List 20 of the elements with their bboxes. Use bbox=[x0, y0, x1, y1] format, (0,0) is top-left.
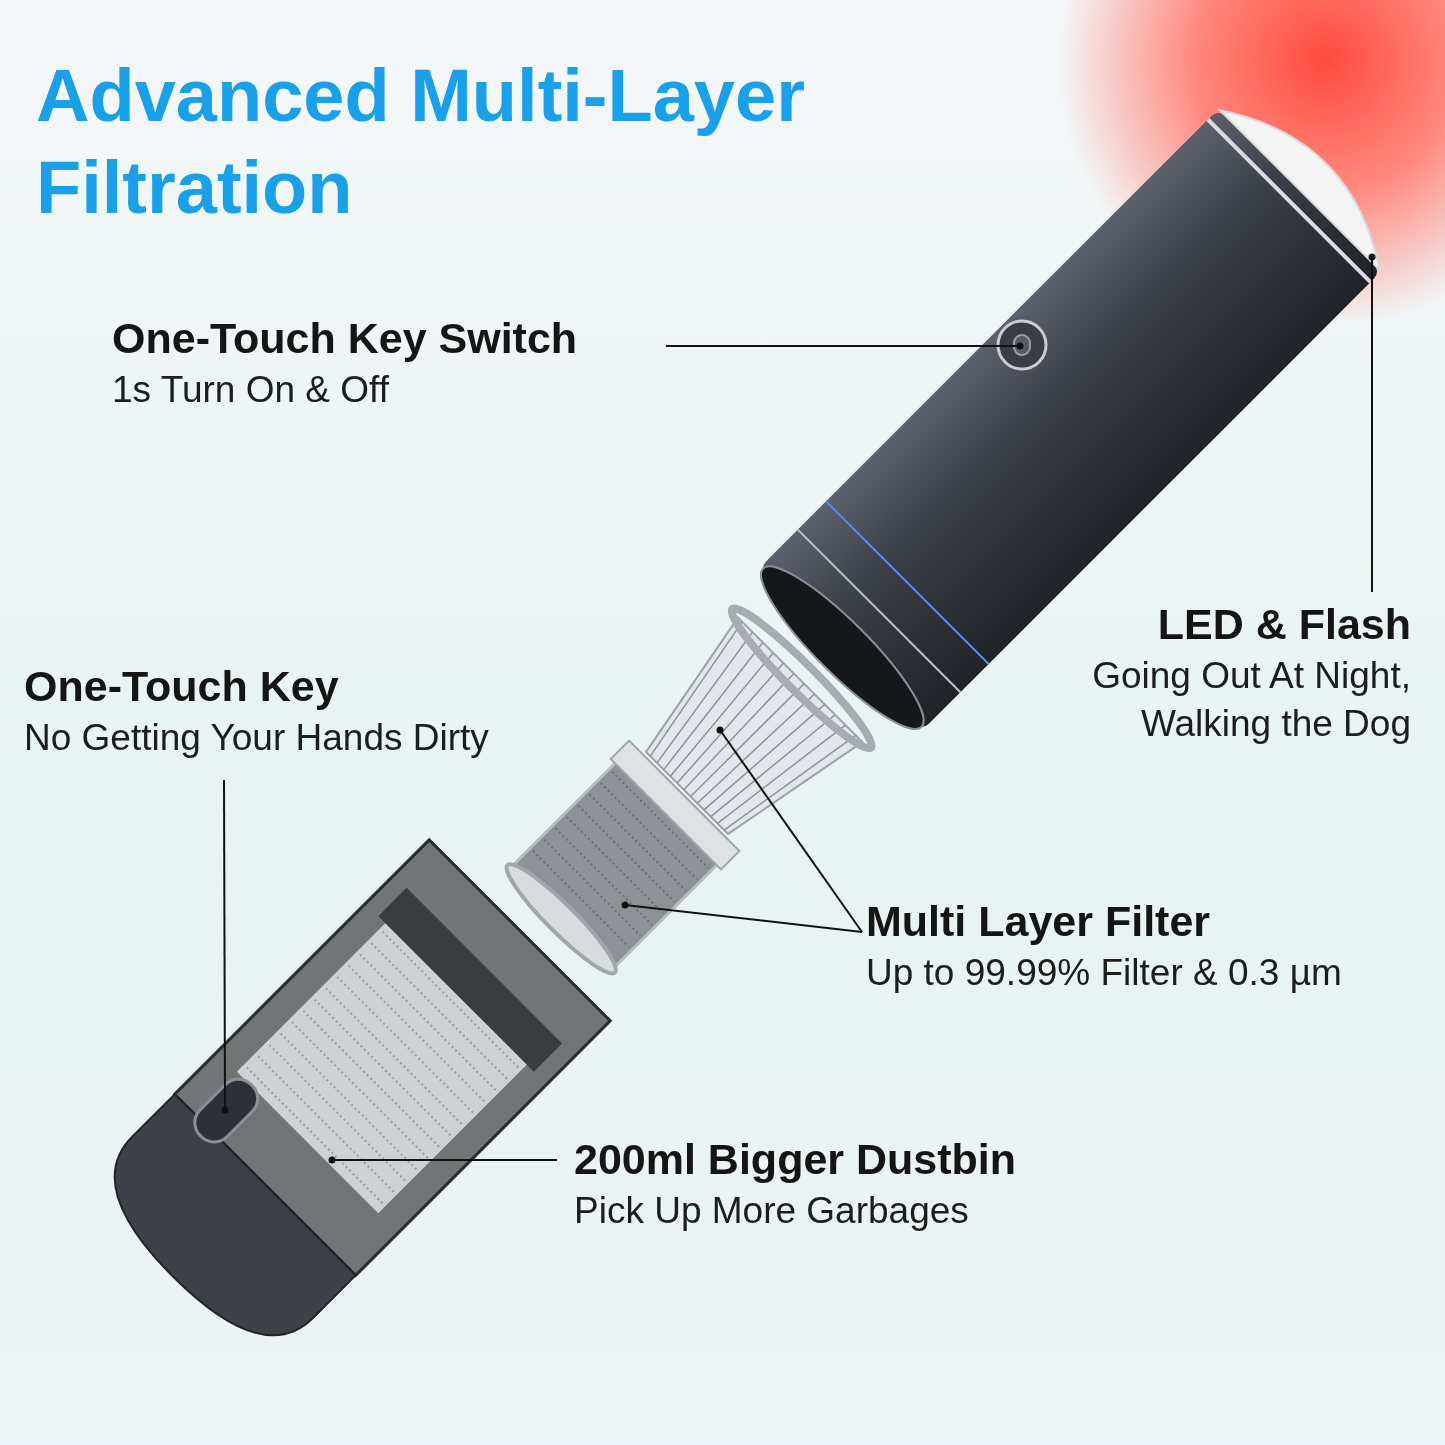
leader-line bbox=[665, 342, 1024, 350]
leader-line bbox=[328, 1156, 558, 1164]
leader-line bbox=[1368, 253, 1376, 593]
callout-heading: 200ml Bigger Dustbin bbox=[574, 1134, 1017, 1185]
callout-description: Pick Up More Garbages bbox=[574, 1189, 970, 1233]
lamp-dome bbox=[1218, 109, 1381, 272]
title: Advanced Multi-Layer Filtration bbox=[36, 53, 806, 231]
callout-description: 1s Turn On & Off bbox=[112, 368, 390, 412]
callout-description: Going Out At Night, Walking the Dog bbox=[1091, 654, 1411, 746]
callout-heading: One-Touch Key Switch bbox=[112, 313, 578, 364]
switch-button bbox=[996, 319, 1048, 371]
mesh-filter bbox=[504, 739, 741, 976]
callout-heading: LED & Flash bbox=[1156, 599, 1411, 650]
callout-heading: Multi Layer Filter bbox=[866, 896, 1212, 947]
leader-line bbox=[221, 779, 229, 1114]
callout-description: Up to 99.99% Filter & 0.3 µm bbox=[866, 951, 1342, 995]
callout-heading: One-Touch Key bbox=[24, 661, 340, 712]
leader-line bbox=[621, 901, 863, 933]
leader-line bbox=[716, 726, 863, 933]
callout-description: No Getting Your Hands Dirty bbox=[24, 716, 489, 760]
